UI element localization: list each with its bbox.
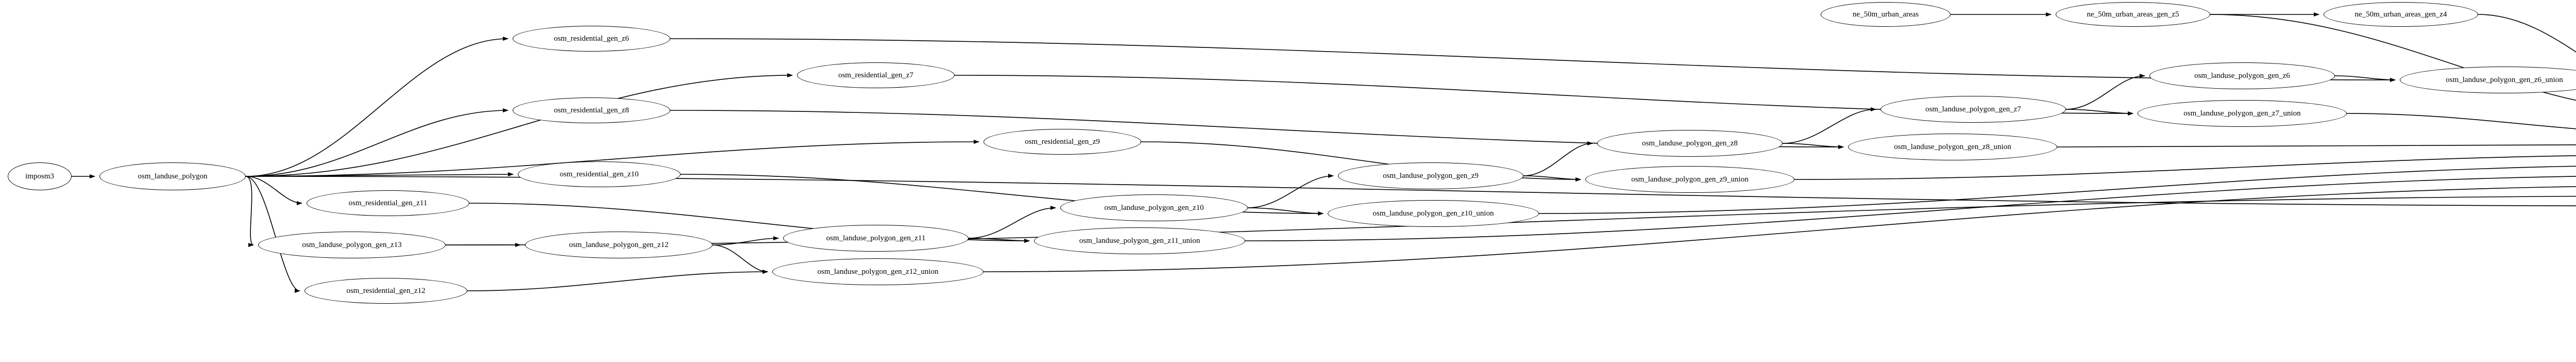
graph-node-osm_landuse_polygon_gen_z8[interactable]: osm_landuse_polygon_gen_z8 bbox=[1597, 130, 1783, 157]
graph-node-osm_landuse_polygon_gen_z7[interactable]: osm_landuse_polygon_gen_z7 bbox=[1880, 96, 2066, 123]
graph-edge-osm_landuse_polygon-to-osm_residential_gen_z6 bbox=[245, 37, 509, 177]
graph-edge-osm_landuse_polygon_gen_z9_union-to-layer_landuse_z9 bbox=[1794, 155, 2576, 180]
graph-edge-osm_landuse_polygon_gen_z10-to-osm_landuse_polygon_gen_z9 bbox=[1247, 174, 1334, 208]
graph-node-osm_landuse_polygon_gen_z11_union[interactable]: osm_landuse_polygon_gen_z11_union bbox=[1034, 227, 1245, 254]
graph-node-label: ne_50m_urban_areas_gen_z4 bbox=[2354, 10, 2447, 19]
graph-node-label: imposm3 bbox=[25, 172, 54, 180]
graph-node-label: osm_residential_gen_z7 bbox=[838, 71, 913, 79]
graph-edge-ne_50m_urban_areas_gen_z4-to-layer_landuse_z4 bbox=[2478, 14, 2576, 53]
graph-node-osm_landuse_polygon_gen_z10_union[interactable]: osm_landuse_polygon_gen_z10_union bbox=[1328, 200, 1539, 227]
graph-node-label: osm_landuse_polygon_gen_z12 bbox=[569, 240, 669, 249]
graph-edge-osm_landuse_polygon-to-osm_residential_gen_z11 bbox=[245, 176, 302, 205]
graph-node-label: osm_landuse_polygon bbox=[138, 172, 208, 180]
graph-node-osm_landuse_polygon_gen_z10[interactable]: osm_landuse_polygon_gen_z10 bbox=[1060, 194, 1248, 221]
graph-node-osm_landuse_polygon_gen_z9_union[interactable]: osm_landuse_polygon_gen_z9_union bbox=[1585, 166, 1794, 193]
graph-node-osm_landuse_polygon[interactable]: osm_landuse_polygon bbox=[99, 162, 246, 190]
graph-node-osm_residential_gen_z6[interactable]: osm_residential_gen_z6 bbox=[513, 26, 670, 52]
graph-edge-osm_landuse_polygon_gen_z11_union-to-layer_landuse_z11 bbox=[1245, 176, 2576, 241]
graph-node-osm_landuse_polygon_gen_z12[interactable]: osm_landuse_polygon_gen_z12 bbox=[525, 232, 713, 258]
graph-node-osm_landuse_polygon_gen_z11[interactable]: osm_landuse_polygon_gen_z11 bbox=[783, 225, 969, 252]
graph-node-osm_landuse_polygon_gen_z7_union[interactable]: osm_landuse_polygon_gen_z7_union bbox=[2138, 100, 2347, 127]
graph-node-osm_residential_gen_z12[interactable]: osm_residential_gen_z12 bbox=[304, 278, 467, 304]
graph-node-osm_residential_gen_z10[interactable]: osm_residential_gen_z10 bbox=[518, 161, 681, 187]
graph-node-label: osm_residential_gen_z9 bbox=[1025, 137, 1100, 146]
graph-node-osm_landuse_polygon_gen_z6[interactable]: osm_landuse_polygon_gen_z6 bbox=[2149, 62, 2335, 89]
graph-edge-osm_residential_gen_z6-to-osm_landuse_polygon_gen_z6_union bbox=[670, 38, 2396, 82]
graph-node-label: osm_landuse_polygon_gen_z7_union bbox=[2183, 109, 2301, 118]
graph-node-label: osm_landuse_polygon_gen_z13 bbox=[302, 240, 402, 249]
graph-edge-osm_landuse_polygon_gen_z8-to-osm_landuse_polygon_gen_z7 bbox=[1782, 107, 1876, 144]
graph-node-osm_landuse_polygon_gen_z13[interactable]: osm_landuse_polygon_gen_z13 bbox=[258, 232, 446, 258]
graph-node-osm_residential_gen_z11[interactable]: osm_residential_gen_z11 bbox=[307, 190, 469, 216]
graph-node-osm_landuse_polygon_gen_z9[interactable]: osm_landuse_polygon_gen_z9 bbox=[1338, 162, 1523, 189]
graph-edge-osm_landuse_polygon_gen_z6-to-osm_landuse_polygon_gen_z6_union bbox=[2334, 75, 2396, 82]
graph-node-label: osm_residential_gen_z11 bbox=[348, 199, 428, 207]
graph-node-osm_landuse_polygon_gen_z8_union[interactable]: osm_landuse_polygon_gen_z8_union bbox=[1848, 134, 2057, 160]
graph-edge-osm_landuse_polygon_gen_z7-to-osm_landuse_polygon_gen_z6 bbox=[2065, 74, 2145, 110]
graph-node-label: osm_residential_gen_z10 bbox=[560, 170, 639, 178]
graph-node-label: osm_landuse_polygon_gen_z6 bbox=[2194, 71, 2290, 80]
graph-node-label: osm_landuse_polygon_gen_z8 bbox=[1642, 139, 1738, 147]
graph-node-label: osm_residential_gen_z6 bbox=[554, 34, 629, 43]
graph-node-label: osm_landuse_polygon_gen_z6_union bbox=[2446, 75, 2563, 84]
graph-node-ne_50m_urban_areas[interactable]: ne_50m_urban_areas bbox=[1821, 2, 1951, 27]
graph-edge-osm_landuse_polygon-to-osm_landuse_polygon_gen_z13 bbox=[245, 176, 254, 247]
graph-node-label: osm_landuse_polygon_gen_z10_union bbox=[1372, 209, 1494, 218]
graph-edge-osm_landuse_polygon_gen_z8_union-to-layer_landuse_z8 bbox=[2057, 144, 2576, 147]
graph-node-ne_50m_urban_areas_gen_z5[interactable]: ne_50m_urban_areas_gen_z5 bbox=[2056, 2, 2210, 27]
graph-edge-osm_landuse_polygon_gen_z12_union-to-layer_landuse_z12 bbox=[983, 186, 2576, 272]
graph-node-label: osm_landuse_polygon_gen_z11_union bbox=[1079, 236, 1200, 245]
graph-edge-osm_landuse_polygon_gen_z12-to-osm_landuse_polygon_gen_z11 bbox=[712, 236, 779, 245]
graph-edge-osm_residential_gen_z12-to-osm_landuse_polygon_gen_z12_union bbox=[467, 270, 768, 291]
graph-edge-osm_landuse_polygon_gen_z11-to-osm_landuse_polygon_gen_z10 bbox=[968, 206, 1056, 239]
graph-node-label: osm_residential_gen_z8 bbox=[554, 106, 629, 114]
graph-node-label: osm_landuse_polygon_gen_z11 bbox=[826, 234, 926, 242]
graph-node-label: osm_landuse_polygon_gen_z9_union bbox=[1631, 175, 1749, 184]
graph-node-label: osm_landuse_polygon_gen_z12_union bbox=[817, 267, 939, 276]
graph-node-label: ne_50m_urban_areas bbox=[1852, 10, 1919, 19]
graph-edge-osm_landuse_polygon-to-osm_residential_gen_z7 bbox=[245, 73, 793, 177]
graph-edge-osm_landuse_polygon-to-osm_residential_gen_z9 bbox=[245, 140, 979, 177]
graph-edge-osm_landuse_polygon-to-osm_residential_gen_z8 bbox=[245, 108, 509, 177]
graph-node-osm_landuse_polygon_gen_z6_union[interactable]: osm_landuse_polygon_gen_z6_union bbox=[2400, 67, 2576, 93]
graph-node-osm_landuse_polygon_gen_z12_union[interactable]: osm_landuse_polygon_gen_z12_union bbox=[772, 258, 984, 285]
graph-edge-osm_landuse_polygon_gen_z10_union-to-layer_landuse_z10 bbox=[1538, 166, 2576, 214]
graph-node-osm_residential_gen_z9[interactable]: osm_residential_gen_z9 bbox=[984, 129, 1141, 155]
graph-node-osm_residential_gen_z8[interactable]: osm_residential_gen_z8 bbox=[513, 97, 670, 123]
graph-node-label: ne_50m_urban_areas_gen_z5 bbox=[2087, 10, 2179, 19]
graph-node-imposm3[interactable]: imposm3 bbox=[8, 162, 72, 190]
graph-node-osm_residential_gen_z7[interactable]: osm_residential_gen_z7 bbox=[797, 62, 955, 88]
graph-node-label: osm_landuse_polygon_gen_z7 bbox=[1925, 105, 2021, 113]
graph-edge-ne_50m_urban_areas_gen_z5-to-layer_landuse_z5 bbox=[2210, 14, 2576, 101]
graph-node-ne_50m_urban_areas_gen_z4[interactable]: ne_50m_urban_areas_gen_z4 bbox=[2324, 2, 2478, 27]
graph-edge-osm_landuse_polygon_gen_z7_union-to-layer_landuse_z7 bbox=[2346, 113, 2576, 129]
graph-node-label: osm_landuse_polygon_gen_z9 bbox=[1383, 171, 1479, 180]
graph-edge-osm_landuse_polygon-to-osm_residential_gen_z12 bbox=[245, 176, 300, 293]
graph-node-label: osm_landuse_polygon_gen_z8_union bbox=[1894, 142, 2011, 151]
graph-node-label: osm_residential_gen_z12 bbox=[346, 286, 426, 295]
graph-edge-osm_landuse_polygon_gen_z12-to-osm_landuse_polygon_gen_z12_union bbox=[712, 244, 768, 274]
graph-edge-osm_landuse_polygon_gen_z9-to-osm_landuse_polygon_gen_z8 bbox=[1523, 141, 1593, 176]
graph-node-label: osm_landuse_polygon_gen_z10 bbox=[1104, 203, 1204, 212]
